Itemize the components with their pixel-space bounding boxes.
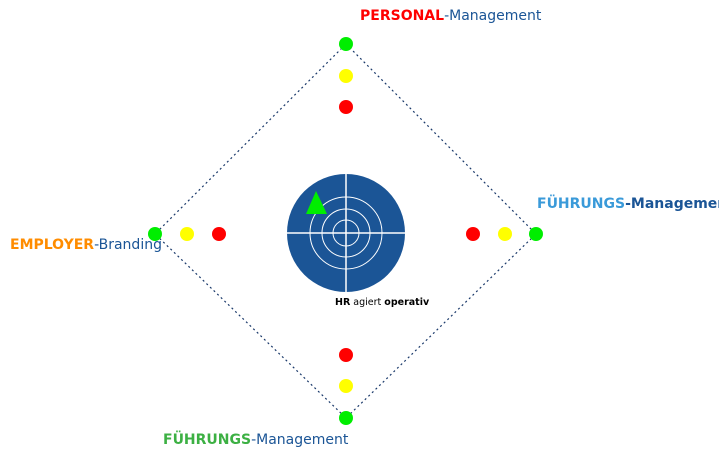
left-green-status-dot <box>148 227 162 241</box>
label-strong: EMPLOYER <box>10 237 95 253</box>
label-personal-management: PERSONAL-Management <box>360 8 541 24</box>
top-red-status-dot <box>339 100 353 114</box>
bottom-green-status-dot <box>339 411 353 425</box>
label-fuehrungs-management-bottom: FÜHRUNGS-Management <box>163 432 348 448</box>
left-red-status-dot <box>212 227 226 241</box>
left-yellow-status-dot <box>180 227 194 241</box>
bottom-red-status-dot <box>339 348 353 362</box>
right-red-status-dot <box>466 227 480 241</box>
top-green-status-dot <box>339 37 353 51</box>
right-green-status-dot <box>529 227 543 241</box>
label-operativ: operativ <box>384 297 430 308</box>
label-rest: -Management <box>625 196 719 212</box>
label-rest: -Management <box>444 8 542 24</box>
bottom-yellow-status-dot <box>339 379 353 393</box>
right-yellow-status-dot <box>498 227 512 241</box>
label-strong: FÜHRUNGS <box>537 196 626 212</box>
label-strong: PERSONAL <box>360 8 445 24</box>
label-rest: -Branding <box>94 237 162 253</box>
label-strong: FÜHRUNGS <box>163 432 252 448</box>
top-yellow-status-dot <box>339 69 353 83</box>
label-agiert: agiert <box>350 297 385 308</box>
label-hr: HR <box>335 297 351 308</box>
label-hr-agiert-operativ: HR agiert operativ <box>335 297 429 308</box>
position-marker-triangle-icon <box>306 191 327 214</box>
label-rest: -Management <box>251 432 349 448</box>
label-employer-branding: EMPLOYER-Branding <box>10 237 162 253</box>
label-fuehrungs-management-right: FÜHRUNGS-Management <box>537 196 719 212</box>
